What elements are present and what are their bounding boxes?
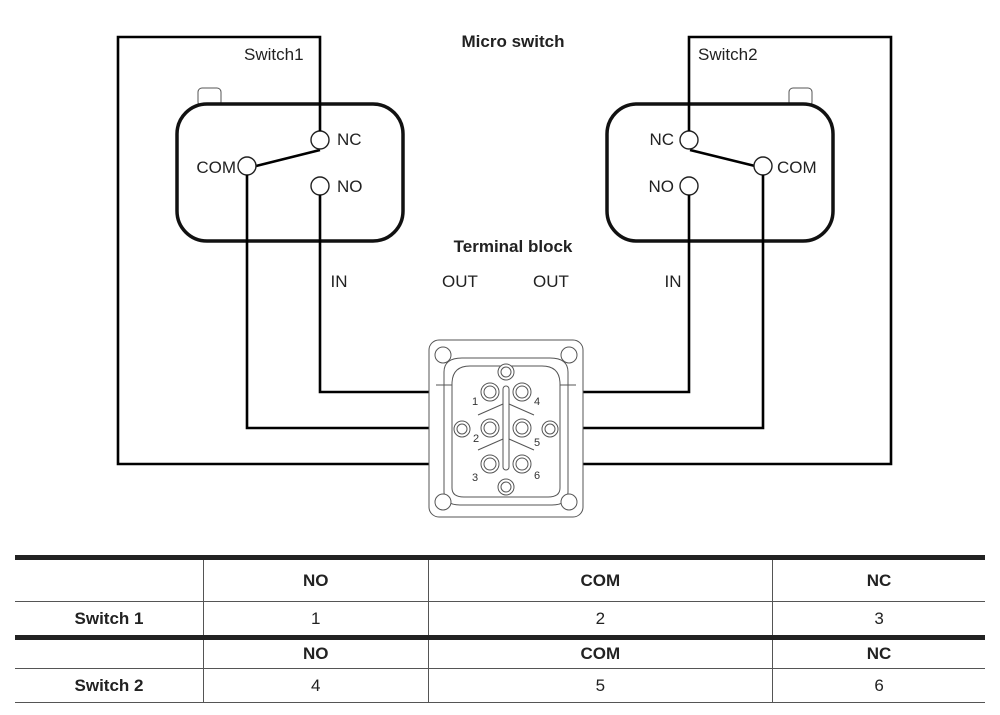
pin-4-inner [515, 385, 529, 399]
switch1-label: Switch1 [244, 45, 304, 64]
wiring-diagram: Micro switch Terminal block IN OUT OUT I… [116, 32, 893, 518]
header-cell [15, 638, 204, 669]
terminal-block: 1 2 3 4 5 6 [428, 339, 584, 518]
header-cell-nc: NC [772, 637, 985, 669]
switch2-label: Switch2 [698, 45, 758, 64]
table-row: Switch 2 4 5 6 [15, 668, 985, 703]
wire-switch1-com-to-pin2 [245, 175, 490, 430]
coding-key-bottom-inner [500, 481, 512, 493]
switch1-no-terminal [310, 176, 330, 196]
header-cell [15, 558, 204, 602]
table-header-row: NO COM NC [15, 637, 985, 669]
pin-number-6: 6 [534, 470, 540, 482]
ground-pin-right-inner [544, 423, 556, 435]
switch1-nc-label: NC [337, 130, 362, 149]
separator-ribs-diagonal [477, 403, 535, 451]
pin-number-4: 4 [534, 396, 540, 408]
header-cell-nc: NC [772, 557, 985, 602]
pin-number-3: 3 [472, 472, 478, 484]
terminal-block-insert [451, 365, 561, 498]
wire-switch2-com-to-pin5 [522, 175, 765, 430]
cell-value: 5 [427, 668, 773, 703]
switch2-lever [689, 148, 756, 168]
switch1: Switch1 NC NO COM [175, 45, 405, 243]
header-cell-com: COM [427, 637, 773, 669]
pin-number-2: 2 [473, 433, 479, 445]
pin-5-inner [515, 421, 529, 435]
switch2-no-label: NO [649, 177, 675, 196]
wire-switch1-nc-to-pin3 [116, 35, 490, 466]
header-cell-no: NO [203, 557, 429, 602]
switch1-lever [255, 148, 321, 168]
corner-screw-icon [434, 493, 452, 511]
switch1-com-terminal [237, 156, 257, 176]
pin-3-inner [483, 457, 497, 471]
header-cell-com: COM [427, 557, 773, 602]
separator-rib [502, 385, 510, 471]
terminal-block-title: Terminal block [454, 237, 573, 256]
cell-value: 3 [772, 601, 985, 638]
switch1-no-label: NO [337, 177, 363, 196]
pin-number-5: 5 [534, 437, 540, 449]
cell-value: 1 [203, 601, 429, 638]
cell-value: 2 [427, 601, 773, 638]
switch1-body [175, 102, 405, 243]
pin-assignment-table: NO COM NC Switch 1 1 2 3 NO COM NC Switc… [15, 555, 985, 703]
signal-label-out-left: OUT [442, 272, 478, 291]
signal-label-in-left: IN [331, 272, 348, 291]
signal-label-in-right: IN [665, 272, 682, 291]
switch2-no-terminal [679, 176, 699, 196]
switch2-body [605, 102, 835, 243]
row-label-switch2: Switch 2 [74, 675, 144, 695]
switch1-nc-terminal [310, 130, 330, 150]
pin-1-inner [483, 385, 497, 399]
row-label-switch1: Switch 1 [74, 608, 144, 628]
table-row: Switch 1 1 2 3 [15, 601, 985, 638]
switch1-com-label: COM [196, 158, 236, 177]
switch2-nc-label: NC [649, 130, 674, 149]
cell-value: 6 [772, 668, 985, 703]
switch2-nc-terminal [679, 130, 699, 150]
cell-value: 4 [203, 668, 429, 703]
header-cell-no: NO [203, 637, 429, 669]
ground-pin-left-inner [456, 423, 468, 435]
corner-screw-icon [434, 346, 452, 364]
pin-6-inner [515, 457, 529, 471]
pin-number-1: 1 [472, 396, 478, 408]
wire-switch2-nc-to-pin6 [522, 35, 893, 466]
switch2-com-terminal [753, 156, 773, 176]
pin-2-inner [483, 421, 497, 435]
signal-label-out-right: OUT [533, 272, 569, 291]
micro-switch-title: Micro switch [462, 32, 565, 51]
coding-key-top-inner [500, 366, 512, 378]
corner-screw-icon [560, 346, 578, 364]
switch2-com-label: COM [777, 158, 817, 177]
corner-screw-icon [560, 493, 578, 511]
table-header-row: NO COM NC [15, 557, 985, 602]
switch2: Switch2 NC NO COM [605, 45, 835, 243]
